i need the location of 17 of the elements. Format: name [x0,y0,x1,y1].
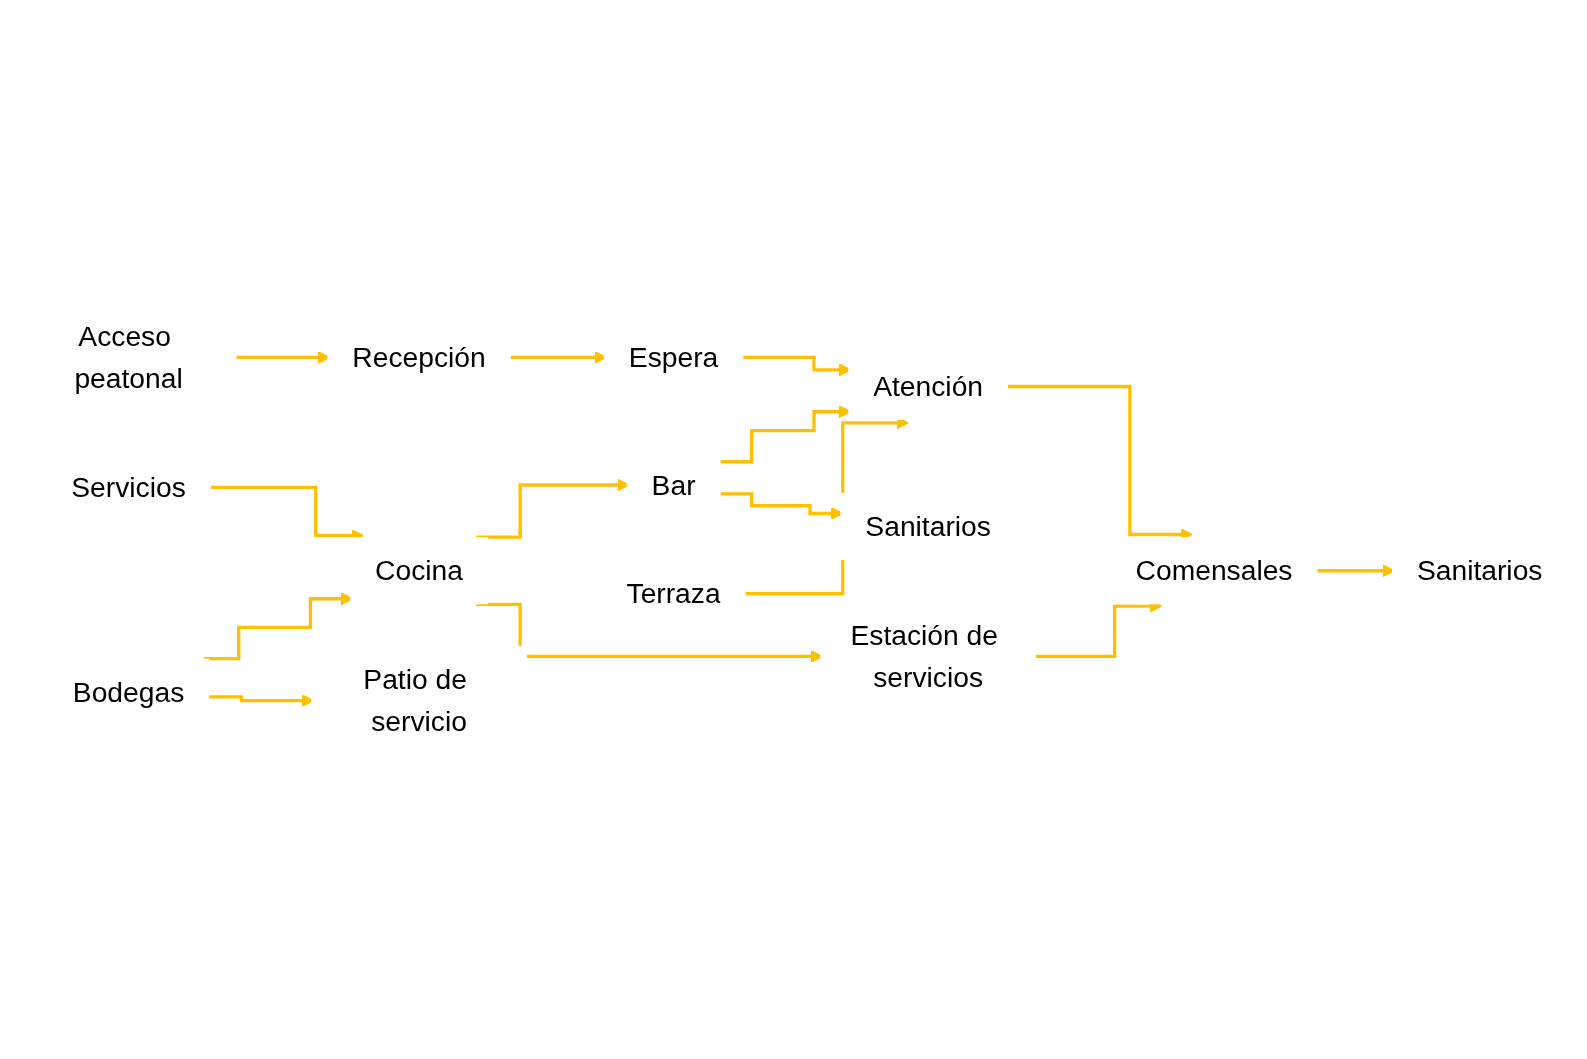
arrow [1316,564,1395,578]
node-text: Atención [872,370,983,403]
arrow [475,603,823,664]
node-text: Sanitarios [1416,555,1542,587]
node-text: Espera [628,341,718,374]
node-text: Bar [651,469,696,501]
node-text: Recepción [351,341,486,374]
arrow [203,592,353,661]
arrow [208,694,314,708]
node-text: Patio de servicio [362,663,467,738]
arrow [719,405,851,464]
node-text: Bodegas [72,676,184,709]
node-text: Estación de servicios [849,619,998,694]
node-text: Terraza [626,578,721,610]
arrow [742,356,851,377]
node-text: Acceso peatonal [73,320,183,395]
node-text: Servicios [70,471,186,504]
